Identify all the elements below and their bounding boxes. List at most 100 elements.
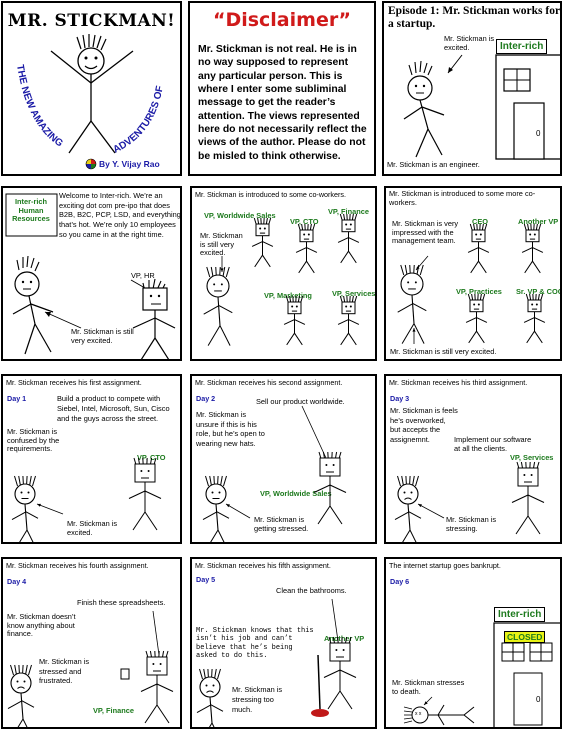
assignment2-art: [202, 405, 347, 542]
assignment3-art: [394, 461, 545, 542]
stressing-note: Mr. Stickman is stressing.: [446, 515, 497, 533]
vp-sales-label: VP, Worldwide Sales: [204, 211, 276, 220]
knows-note: Mr. Stickman knows that this isn’t his j…: [196, 627, 314, 660]
panel5-caption: Mr. Stickman receives his first assignme…: [6, 378, 142, 387]
another-vp-label: Another VP: [324, 634, 365, 643]
ceo-label: CEO: [472, 217, 489, 226]
stickman-figure: [196, 668, 224, 727]
day-label: Day 1: [7, 394, 27, 403]
hr-label: Inter-rich Human Resources: [12, 197, 50, 224]
still-excited-note: Mr. Stickman is still very excited.: [200, 231, 243, 258]
finance-note: Mr. Stickman doesn’t know anything about…: [7, 612, 76, 639]
cover-panel: MR. STICKMAN! THE NEW AMAZING ADVENTURES…: [1, 1, 182, 176]
sr-vp-label: Sr. VP & COO: [516, 287, 562, 296]
episode-panel: Episode 1: Mr. Stickman works for a star…: [382, 1, 562, 176]
stickman-figure: [203, 266, 233, 346]
sr-vp-figure: [523, 293, 546, 344]
assignment3-panel: Mr. Stickman receives his third assignme…: [384, 374, 562, 544]
vp-finance-figure: [337, 213, 360, 264]
vp-finance-label: VP, Finance: [93, 706, 134, 715]
more-coworkers-art: [397, 223, 546, 344]
engineer-note: Mr. Stickman is an engineer.: [387, 160, 480, 169]
assignment4-panel: Mr. Stickman receives his fourth assignm…: [1, 557, 182, 729]
still-excited-note: Mr. Stickman is still very excited.: [71, 327, 134, 345]
panel8-caption: Mr. Stickman receives his fourth assignm…: [6, 561, 149, 570]
hr-art: [5, 193, 176, 359]
vp-services-label: VP, Services: [332, 289, 376, 298]
confused-note: Mr. Stickman is confused by the requirem…: [7, 427, 60, 454]
overworked-note: Mr. Stickman is feels he’s overworked, b…: [390, 406, 458, 444]
assignment5-panel: Mr. Stickman receives his fifth assignme…: [190, 557, 377, 729]
episode-title: Episode 1: Mr. Stickman works for a star…: [388, 5, 560, 31]
assignment1-panel: Mr. Stickman receives his first assignme…: [1, 374, 182, 544]
vp-hr-label: VP, HR: [131, 271, 155, 280]
implement-speech: Implement our software at all the client…: [454, 435, 532, 453]
impressed-note: Mr. Stickman is very impressed with the …: [392, 219, 459, 246]
spreadsheet-icon: [120, 668, 130, 680]
panel3-caption: Mr. Stickman is introduced to some co-wo…: [195, 190, 346, 199]
plunger-icon: [311, 709, 329, 717]
door-number: 0: [536, 129, 541, 138]
stickman-figure: [397, 264, 427, 344]
coworkers-panel: Mr. Stickman is introduced to some co-wo…: [190, 186, 377, 361]
svg-text:THE NEW AMAZING: THE NEW AMAZING: [14, 64, 65, 150]
another-vp-label: Another VP: [518, 217, 559, 226]
panel9-caption: Mr. Stickman receives his fifth assignme…: [195, 561, 331, 570]
day-label: Day 3: [390, 394, 410, 403]
vp-cto-label: VP, CTO: [290, 217, 319, 226]
stickman-figure: [202, 475, 230, 542]
stickman-figure: [11, 475, 39, 542]
ceo-figure: [467, 223, 490, 274]
welcome-speech: Welcome to Inter-rich. We’re an exciting…: [59, 191, 181, 239]
vp-services-figure: [337, 295, 360, 346]
death-note: Mr. Stickman stresses to death.: [392, 678, 465, 696]
sell-speech: Sell our product worldwide.: [256, 397, 345, 406]
vp-finance-figure: [140, 650, 174, 724]
stressed-note: Mr. Stickman is getting stressed.: [254, 515, 309, 533]
svg-text:x x: x x: [415, 711, 422, 717]
another-vp-figure: [323, 636, 357, 710]
vp-cto-figure: [295, 223, 318, 274]
assignment5-art: [196, 598, 357, 727]
vp-sales-figure: [313, 451, 347, 525]
disclaimer-panel: “Disclaimer” Mr. Stickman is not real. H…: [188, 1, 376, 176]
bankrupt-panel: The internet startup goes bankrupt. Day …: [384, 557, 562, 729]
door-icon: [513, 672, 543, 726]
episode-art: 0: [403, 54, 560, 160]
excited-note: Mr. Stickman is excited.: [67, 519, 118, 537]
stressing-note: Mr. Stickman is stressing too much.: [232, 685, 283, 714]
vp-marketing-label: VP, Marketing: [264, 291, 312, 300]
vp-services-label: VP, Services: [510, 453, 554, 462]
vp-practices-figure: [465, 293, 488, 344]
vp-practices-label: VP, Practices: [456, 287, 502, 296]
unsure-note: Mr. Stickman is unsure if this is his ro…: [196, 410, 265, 448]
vp-sales-figure: [251, 217, 274, 268]
door-icon: [513, 102, 545, 160]
day-label: Day 4: [7, 577, 27, 586]
byline: By Y. Vijay Rao: [99, 159, 160, 169]
color-wheel-icon: [85, 158, 97, 170]
panel6-caption: Mr. Stickman receives his second assignm…: [195, 378, 343, 387]
fallen-stickman-figure: x x: [403, 704, 475, 726]
day-label: Day 2: [196, 394, 216, 403]
vp-marketing-figure: [283, 295, 306, 346]
assignment4-art: [7, 610, 174, 727]
company-sign: Inter-rich: [496, 39, 548, 54]
assignment-speech: Build a product to compete with Siebel, …: [57, 394, 170, 423]
plunger-handle: [317, 654, 321, 710]
vp-cto-label: VP, CTO: [137, 453, 166, 462]
stickman-figure: [7, 664, 35, 727]
stressed-note: Mr. Stickman is stressed and frustrated.: [39, 657, 90, 686]
stickman-hair: [76, 34, 107, 51]
finish-speech: Finish these spreadsheets.: [77, 598, 166, 607]
comic-title: MR. STICKMAN!: [7, 11, 176, 31]
vp-hr-head: [142, 287, 168, 311]
closed-sign: CLOSED: [504, 631, 546, 643]
assignment1-art: [11, 457, 162, 542]
vp-sales-label: VP, Worldwide Sales: [260, 489, 332, 498]
clean-speech: Clean the bathrooms.: [276, 586, 347, 595]
cover-stickman-art: THE NEW AMAZING ADVENTURES OF: [14, 34, 166, 170]
still-excited-note: Mr. Stickman is still very excited.: [390, 347, 497, 356]
coworkers-art: [203, 213, 360, 346]
disclaimer-body: Mr. Stickman is not real. He is in no wa…: [198, 44, 367, 162]
